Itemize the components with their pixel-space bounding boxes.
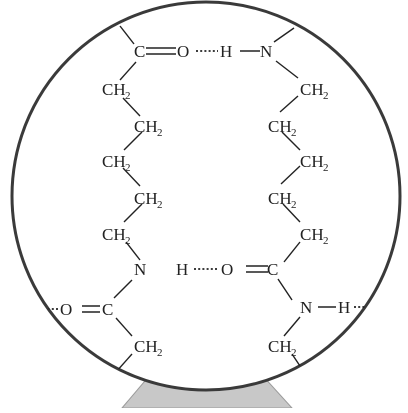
svg-text:CH: CH	[268, 117, 292, 136]
svg-text:CH: CH	[300, 152, 324, 171]
ch2-right-5: CH 2	[300, 225, 329, 247]
atom-o-mid: O	[221, 260, 233, 279]
ch2-right-4: CH 2	[268, 189, 297, 211]
ch2-left-3: CH 2	[102, 152, 131, 174]
atom-n-mid: N	[134, 260, 146, 279]
svg-text:CH: CH	[134, 189, 158, 208]
magnifier-lens	[10, 0, 402, 392]
atom-o-lower: O	[60, 300, 72, 319]
svg-text:2: 2	[157, 199, 163, 211]
ch2-right-2: CH 2	[268, 117, 297, 139]
bond-lines	[82, 25, 336, 373]
svg-text:CH: CH	[134, 337, 158, 356]
svg-text:CH: CH	[102, 152, 126, 171]
atom-h-lower: H	[338, 298, 350, 317]
atom-n-top: N	[260, 42, 272, 61]
atom-h-top: H	[220, 42, 232, 61]
svg-text:2: 2	[125, 235, 131, 247]
ch2-right-1: CH 2	[300, 80, 329, 102]
atom-c-top: C	[134, 42, 145, 61]
svg-text:2: 2	[291, 199, 297, 211]
svg-text:CH: CH	[102, 80, 126, 99]
svg-text:2: 2	[125, 90, 131, 102]
ch2-left-1: CH 2	[102, 80, 131, 102]
ch2-lower-left: CH 2	[134, 337, 163, 359]
svg-text:2: 2	[323, 235, 329, 247]
molecule-group: C O H N CH 2 CH 2 CH 2 CH 2 CH 2 CH 2	[14, 25, 400, 373]
ch2-left-2: CH 2	[134, 117, 163, 139]
svg-text:CH: CH	[102, 225, 126, 244]
svg-text:CH: CH	[134, 117, 158, 136]
svg-text:2: 2	[323, 90, 329, 102]
svg-text:CH: CH	[300, 225, 324, 244]
ch2-left-4: CH 2	[134, 189, 163, 211]
ch2-right-3: CH 2	[300, 152, 329, 174]
ch2-lower-right: CH 2	[268, 337, 297, 359]
atom-c-mid: C	[267, 260, 278, 279]
svg-text:CH: CH	[300, 80, 324, 99]
atom-o-top: O	[177, 42, 189, 61]
atom-c-lower: C	[102, 300, 113, 319]
ch2-left-5: CH 2	[102, 225, 131, 247]
svg-text:2: 2	[291, 347, 297, 359]
svg-text:2: 2	[291, 127, 297, 139]
svg-text:CH: CH	[268, 189, 292, 208]
svg-text:2: 2	[125, 162, 131, 174]
svg-text:CH: CH	[268, 337, 292, 356]
svg-text:2: 2	[323, 162, 329, 174]
svg-text:2: 2	[157, 127, 163, 139]
svg-text:2: 2	[157, 347, 163, 359]
atom-h-mid: H	[176, 260, 188, 279]
atom-n-lower: N	[300, 298, 312, 317]
